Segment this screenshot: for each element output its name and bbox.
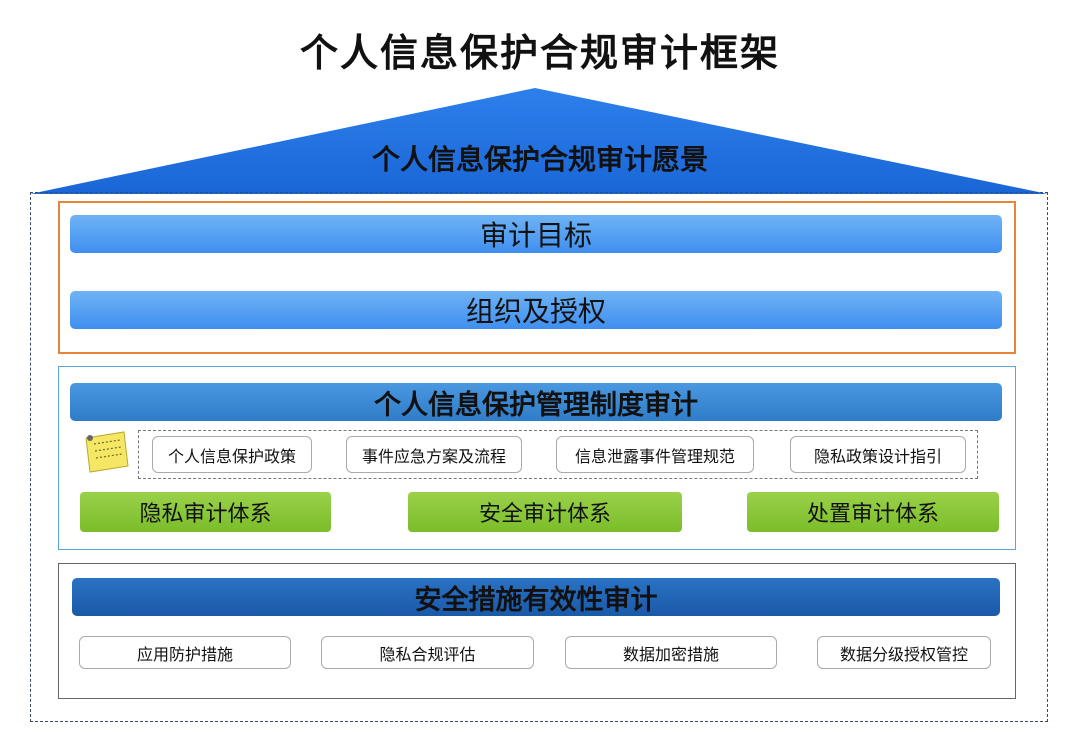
- measure-item: 数据加密措施: [565, 636, 777, 669]
- measure-item: 数据分级授权管控: [817, 636, 991, 669]
- security-audit-system: 安全审计体系: [408, 492, 682, 532]
- security-measures-header: 安全措施有效性审计: [72, 578, 1000, 616]
- policy-item: 信息泄露事件管理规范: [556, 436, 754, 473]
- measure-item: 隐私合规评估: [321, 636, 534, 669]
- goals-section: [58, 201, 1016, 354]
- roof-triangle: [30, 88, 1048, 194]
- page-title: 个人信息保护合规审计框架: [299, 31, 780, 75]
- policy-item: 隐私政策设计指引: [790, 436, 966, 473]
- sticky-note-icon: [85, 431, 129, 473]
- policy-audit-header: 个人信息保护管理制度审计: [70, 383, 1002, 421]
- policy-section: [58, 366, 1016, 550]
- measure-item: 应用防护措施: [79, 636, 291, 669]
- privacy-audit-system: 隐私审计体系: [80, 492, 331, 532]
- policy-item: 事件应急方案及流程: [346, 436, 522, 473]
- framework-outer-frame: [30, 192, 1048, 722]
- measures-section: [58, 563, 1016, 699]
- policy-item: 个人信息保护政策: [152, 436, 312, 473]
- policy-list-frame: [138, 430, 978, 479]
- disposal-audit-system: 处置审计体系: [747, 492, 999, 532]
- audit-target-bar: 审计目标: [70, 215, 1002, 253]
- vision-label: 个人信息保护合规审计愿景: [371, 143, 708, 176]
- organization-authorization-bar: 组织及授权: [70, 291, 1002, 329]
